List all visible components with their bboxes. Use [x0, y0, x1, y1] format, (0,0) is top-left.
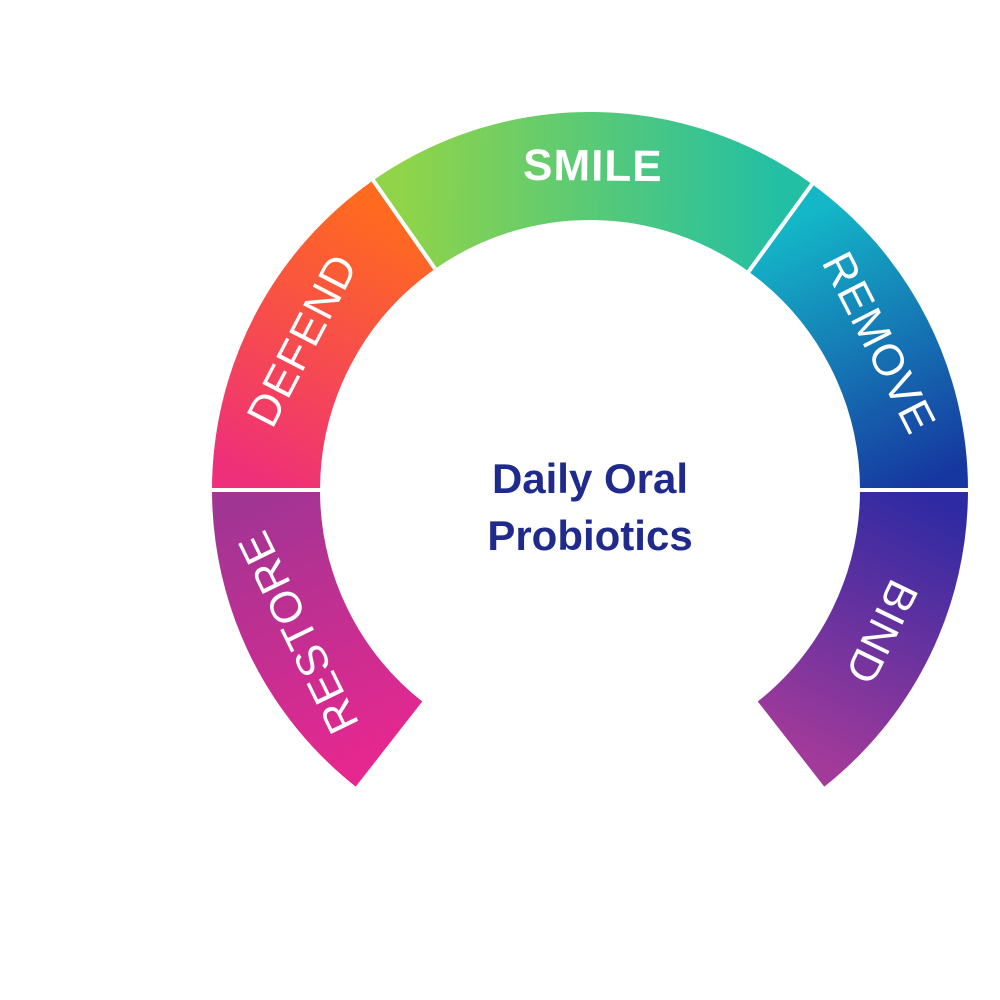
ring-segment-smile [369, 108, 817, 276]
segment-label-smile: SMILE [523, 141, 663, 191]
ring-segment-bind [752, 488, 973, 793]
center-title-line2: Probiotics [487, 512, 692, 559]
ring-segments [207, 108, 973, 793]
center-title-line1: Daily Oral [492, 455, 688, 502]
